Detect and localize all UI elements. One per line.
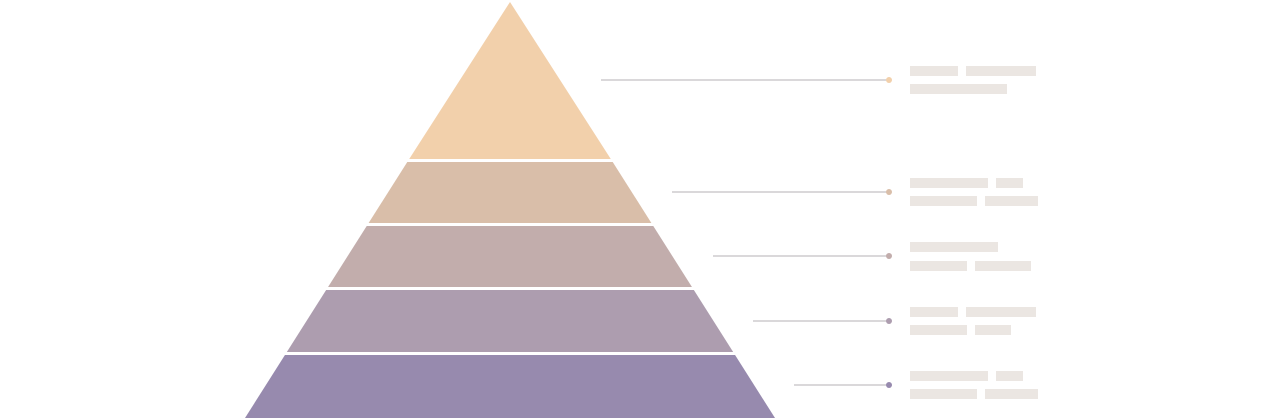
tier-callout-3	[713, 242, 1031, 271]
tier-callout-5	[794, 371, 1038, 399]
text-placeholder-bar	[910, 307, 958, 317]
text-placeholder-bar	[966, 66, 1036, 76]
leader-dot	[886, 77, 892, 83]
leader-dot	[886, 253, 892, 259]
text-placeholder-bar	[985, 196, 1038, 206]
tier-callout-1	[601, 66, 1036, 94]
leader-dot	[886, 318, 892, 324]
text-placeholder-bar	[966, 307, 1036, 317]
text-placeholder-bar	[910, 66, 958, 76]
pyramid-tier-2	[368, 162, 652, 223]
text-placeholder-bar	[985, 389, 1038, 399]
pyramid-tier-5	[245, 355, 775, 418]
text-placeholder-bar	[996, 371, 1023, 381]
pyramid-tiers	[245, 2, 775, 418]
leader-dot	[886, 189, 892, 195]
pyramid-tier-3	[328, 226, 692, 287]
pyramid-tier-4	[286, 290, 734, 352]
text-placeholder-bar	[910, 261, 967, 271]
leader-dot	[886, 382, 892, 388]
tier-callout-2	[672, 178, 1038, 206]
text-placeholder-bar	[910, 196, 977, 206]
text-placeholder-bar	[910, 178, 988, 188]
tier-callout-4	[753, 307, 1036, 335]
text-placeholder-bar	[910, 389, 977, 399]
text-placeholder-bar	[975, 261, 1031, 271]
text-placeholder-bar	[910, 325, 967, 335]
text-placeholder-bar	[996, 178, 1023, 188]
text-placeholder-bar	[910, 84, 1007, 94]
text-placeholder-bar	[975, 325, 1011, 335]
text-placeholder-bar	[910, 371, 988, 381]
pyramid-tier-1	[409, 2, 611, 159]
pyramid-callouts	[601, 66, 1038, 399]
text-placeholder-bar	[910, 242, 998, 252]
